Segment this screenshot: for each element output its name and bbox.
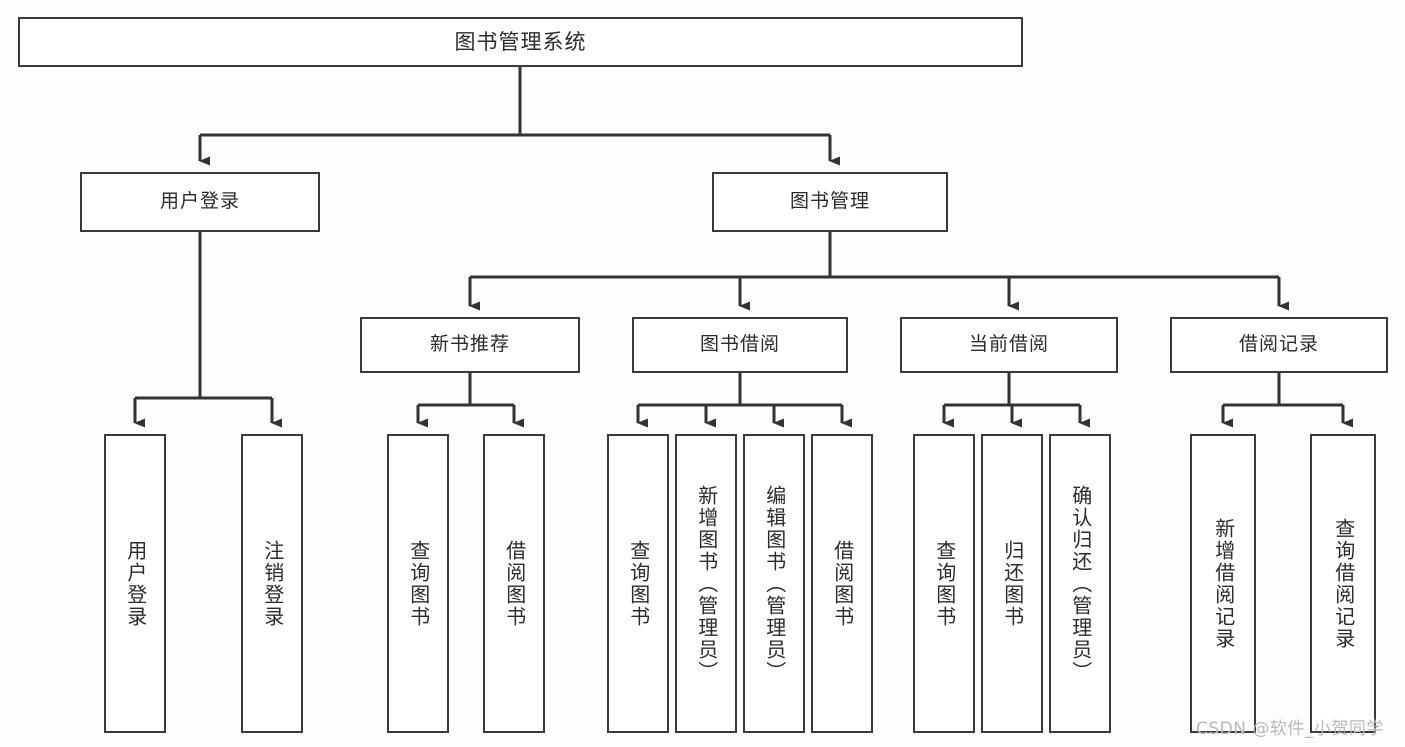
- node-leaf-query-book-current-label: 查询图书: [932, 539, 957, 628]
- node-level1-user-login-label: 用户登录: [159, 190, 240, 213]
- node-leaf-user-login-label: 用户登录: [123, 539, 148, 628]
- node-leaf-query-book-recommend[interactable]: 查询图书: [387, 434, 449, 733]
- node-leaf-query-borrow-record-label: 查询借阅记录: [1331, 517, 1356, 650]
- node-level1-book-management-label: 图书管理: [789, 190, 870, 213]
- node-level2-borrow-record-label: 借阅记录: [1238, 333, 1319, 356]
- node-level2-borrow-record[interactable]: 借阅记录: [1170, 317, 1388, 373]
- node-level1-user-login[interactable]: 用户登录: [80, 172, 320, 232]
- node-level1-book-management[interactable]: 图书管理: [712, 172, 948, 232]
- node-level2-current-borrow[interactable]: 当前借阅: [900, 317, 1118, 373]
- node-leaf-confirm-return-admin[interactable]: 确认归还（管理员）: [1049, 434, 1111, 733]
- node-root[interactable]: 图书管理系统: [18, 17, 1023, 67]
- node-leaf-query-borrow-record[interactable]: 查询借阅记录: [1310, 434, 1376, 733]
- node-leaf-borrow-book-recommend[interactable]: 借阅图书: [483, 434, 545, 733]
- node-leaf-user-login[interactable]: 用户登录: [104, 434, 166, 733]
- node-level2-book-borrow[interactable]: 图书借阅: [632, 317, 848, 373]
- node-level2-book-borrow-label: 图书借阅: [699, 333, 780, 356]
- node-leaf-return-book-label: 归还图书: [1000, 539, 1025, 628]
- node-leaf-add-book-admin-label: 新增图书（管理员）: [694, 484, 719, 683]
- node-leaf-edit-book-admin[interactable]: 编辑图书（管理员）: [743, 434, 805, 733]
- node-leaf-borrow-book-recommend-label: 借阅图书: [502, 539, 527, 628]
- node-leaf-logout-label: 注销登录: [260, 539, 285, 628]
- watermark-text: CSDN @软件_小贺同学: [1196, 719, 1384, 739]
- node-leaf-query-book-borrow[interactable]: 查询图书: [607, 434, 669, 733]
- node-leaf-borrow-book[interactable]: 借阅图书: [811, 434, 873, 733]
- node-leaf-edit-book-admin-label: 编辑图书（管理员）: [762, 484, 787, 683]
- node-leaf-return-book[interactable]: 归还图书: [981, 434, 1043, 733]
- node-leaf-add-borrow-record-label: 新增借阅记录: [1211, 517, 1236, 650]
- node-root-label: 图书管理系统: [454, 29, 587, 54]
- node-level2-new-book-recommend[interactable]: 新书推荐: [360, 317, 580, 373]
- node-level2-new-book-recommend-label: 新书推荐: [429, 333, 510, 356]
- node-leaf-add-book-admin[interactable]: 新增图书（管理员）: [675, 434, 737, 733]
- node-leaf-logout[interactable]: 注销登录: [241, 434, 303, 733]
- node-leaf-borrow-book-label: 借阅图书: [830, 539, 855, 628]
- node-leaf-add-borrow-record[interactable]: 新增借阅记录: [1190, 434, 1256, 733]
- node-leaf-query-book-borrow-label: 查询图书: [626, 539, 651, 628]
- node-leaf-query-book-recommend-label: 查询图书: [406, 539, 431, 628]
- node-level2-current-borrow-label: 当前借阅: [968, 333, 1049, 356]
- node-leaf-confirm-return-admin-label: 确认归还（管理员）: [1068, 484, 1093, 683]
- node-leaf-query-book-current[interactable]: 查询图书: [913, 434, 975, 733]
